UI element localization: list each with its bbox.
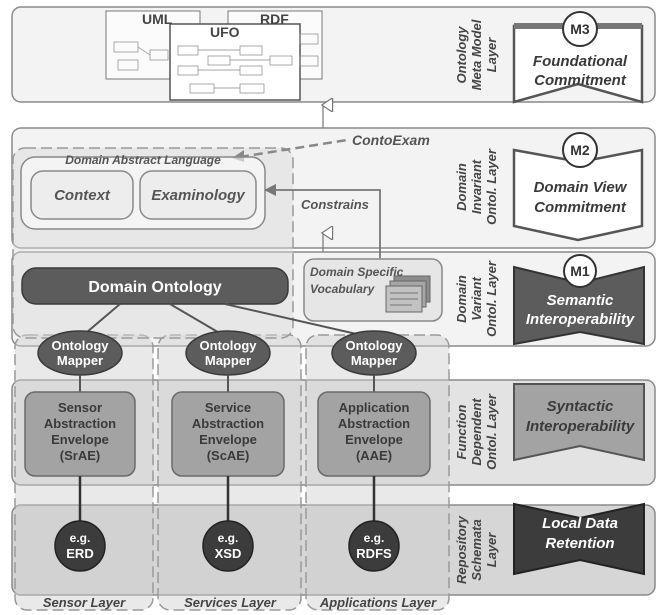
commitment-syntactic-interoperability: Syntactic Interoperability bbox=[513, 383, 645, 462]
svg-text:M1: M1 bbox=[570, 263, 590, 279]
svg-text:Repository: Repository bbox=[454, 515, 469, 584]
dsv-line-2: Vocabulary bbox=[310, 282, 376, 296]
svg-text:Interoperability: Interoperability bbox=[526, 311, 635, 328]
svg-text:Ontol. Layer: Ontol. Layer bbox=[484, 148, 499, 225]
svg-text:Ontology: Ontology bbox=[51, 338, 109, 353]
svg-text:Abstraction: Abstraction bbox=[44, 416, 116, 431]
layer-label-m2: Domain Invariant Ontol. Layer bbox=[454, 148, 499, 225]
svg-text:Ontol. Layer: Ontol. Layer bbox=[484, 393, 499, 470]
contoexam-label: ContoExam bbox=[352, 132, 430, 148]
schema-erd: e.g. ERD bbox=[54, 520, 106, 572]
svg-text:Abstraction: Abstraction bbox=[338, 416, 410, 431]
svg-text:Schemata: Schemata bbox=[469, 519, 484, 580]
schema-xsd: e.g. XSD bbox=[202, 520, 254, 572]
mapper-services: Ontology Mapper bbox=[185, 330, 271, 376]
svg-text:Sensor: Sensor bbox=[58, 400, 102, 415]
tab-uml: UML bbox=[142, 11, 173, 27]
constrains-arrowhead bbox=[264, 184, 276, 196]
svg-text:Envelope: Envelope bbox=[199, 432, 257, 447]
column-label-applications: Applications Layer bbox=[319, 595, 437, 610]
svg-text:Envelope: Envelope bbox=[51, 432, 109, 447]
layer-label-m3: Ontology Meta Model Layer bbox=[454, 19, 499, 90]
svg-text:Ontology: Ontology bbox=[199, 338, 257, 353]
svg-text:e.g.: e.g. bbox=[70, 531, 91, 545]
svg-text:Foundational: Foundational bbox=[533, 53, 628, 70]
context-label: Context bbox=[54, 187, 111, 204]
metamodel-stack: UML RDF UFO bbox=[105, 10, 323, 101]
mapper-envelope-connectors bbox=[79, 375, 375, 392]
svg-text:(SrAE): (SrAE) bbox=[60, 448, 100, 463]
examinology-label: Examinology bbox=[151, 187, 245, 204]
commitment-local-data-retention: Local Data Retention bbox=[513, 502, 645, 576]
svg-text:Semantic: Semantic bbox=[547, 292, 614, 309]
envelope-sensor: Sensor Abstraction Envelope (SrAE) bbox=[24, 391, 136, 477]
svg-text:Interoperability: Interoperability bbox=[526, 418, 635, 435]
svg-text:e.g.: e.g. bbox=[218, 531, 239, 545]
mapper-applications: Ontology Mapper bbox=[331, 330, 417, 376]
context-box bbox=[30, 170, 134, 220]
layer-label-repository: Repository Schemata Layer bbox=[454, 515, 499, 584]
dal-title: Domain Abstract Language bbox=[65, 153, 221, 167]
svg-text:Mapper: Mapper bbox=[351, 353, 397, 368]
commitment-semantic-interoperability: M1 Semantic Interoperability bbox=[513, 254, 645, 346]
commitment-foundational: M3 Foundational Commitment bbox=[512, 11, 644, 104]
tab-rdf: RDF bbox=[260, 11, 289, 27]
constrains-label: Constrains bbox=[301, 197, 369, 212]
svg-text:Ontology: Ontology bbox=[454, 26, 469, 84]
svg-text:Domain: Domain bbox=[454, 163, 469, 211]
svg-text:Dependent: Dependent bbox=[469, 398, 484, 466]
schema-rdfs: e.g. RDFS bbox=[348, 520, 400, 572]
layer-label-m1: Domain Variant Ontol. Layer bbox=[454, 260, 499, 337]
examinology-box bbox=[139, 170, 257, 220]
constrains-arrow bbox=[272, 189, 381, 258]
svg-text:Domain: Domain bbox=[454, 275, 469, 323]
svg-text:e.g.: e.g. bbox=[364, 531, 385, 545]
svg-text:Ontology: Ontology bbox=[345, 338, 403, 353]
domain-ontology-label: Domain Ontology bbox=[88, 279, 221, 296]
envelope-services: Service Abstraction Envelope (ScAE) bbox=[171, 391, 285, 477]
svg-text:Application: Application bbox=[339, 400, 410, 415]
svg-text:(ScAE): (ScAE) bbox=[207, 448, 250, 463]
svg-text:Commitment: Commitment bbox=[534, 199, 627, 216]
envelope-applications: Application Abstraction Envelope (AAE) bbox=[317, 391, 431, 477]
column-label-services: Services Layer bbox=[184, 595, 277, 610]
svg-text:Meta Model: Meta Model bbox=[469, 19, 484, 90]
svg-text:ERD: ERD bbox=[66, 546, 93, 561]
svg-text:RDFS: RDFS bbox=[356, 546, 392, 561]
svg-text:Variant: Variant bbox=[469, 277, 484, 321]
svg-text:Local Data: Local Data bbox=[542, 515, 618, 532]
svg-text:Syntactic: Syntactic bbox=[547, 398, 614, 415]
column-label-sensor: Sensor Layer bbox=[43, 595, 126, 610]
svg-text:Mapper: Mapper bbox=[57, 353, 103, 368]
svg-text:Envelope: Envelope bbox=[345, 432, 403, 447]
svg-text:Function: Function bbox=[454, 405, 469, 460]
svg-text:Ontol. Layer: Ontol. Layer bbox=[484, 260, 499, 337]
svg-text:Retention: Retention bbox=[545, 535, 614, 552]
svg-text:Abstraction: Abstraction bbox=[192, 416, 264, 431]
svg-text:Layer: Layer bbox=[484, 37, 499, 73]
band-repository bbox=[11, 504, 656, 596]
svg-text:XSD: XSD bbox=[215, 546, 242, 561]
svg-text:M3: M3 bbox=[570, 21, 590, 37]
commitment-domain-view: M2 Domain View Commitment bbox=[512, 132, 644, 242]
layer-label-function: Function Dependent Ontol. Layer bbox=[454, 393, 499, 470]
tab-ufo: UFO bbox=[210, 24, 240, 40]
dsv-line-1: Domain Specific bbox=[310, 265, 404, 279]
svg-text:(AAE): (AAE) bbox=[356, 448, 392, 463]
svg-text:Commitment: Commitment bbox=[534, 72, 627, 89]
svg-text:Domain View: Domain View bbox=[534, 179, 628, 196]
domain-ontology-box bbox=[21, 267, 289, 305]
svg-text:M2: M2 bbox=[570, 142, 590, 158]
svg-text:Invariant: Invariant bbox=[469, 159, 484, 214]
svg-text:Mapper: Mapper bbox=[205, 353, 251, 368]
svg-text:Layer: Layer bbox=[484, 532, 499, 568]
svg-text:Service: Service bbox=[205, 400, 251, 415]
mapper-sensor: Ontology Mapper bbox=[37, 330, 123, 376]
document-stack-icon bbox=[385, 275, 431, 313]
envelope-schema-connectors bbox=[78, 476, 376, 522]
